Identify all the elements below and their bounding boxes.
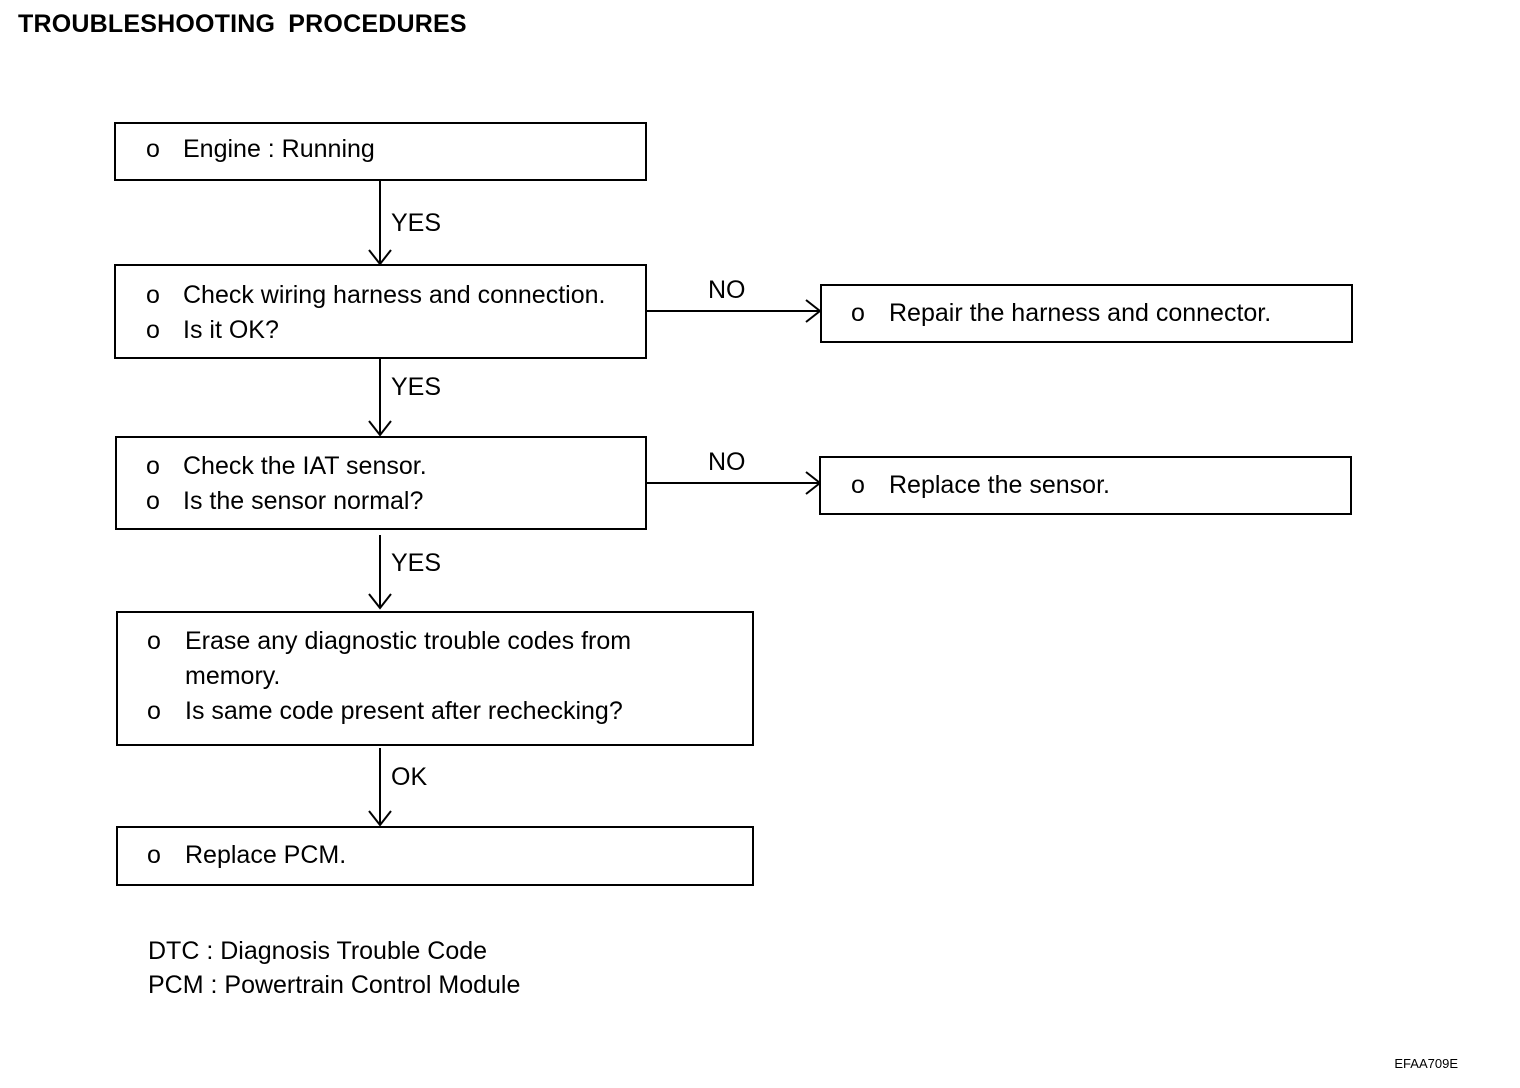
legend-pcm: PCM : Powertrain Control Module: [148, 971, 521, 999]
bullet-marker: o: [147, 697, 161, 725]
step-text: Is it OK?: [183, 316, 279, 344]
page-title: TROUBLESHOOTING PROCEDURES: [18, 10, 467, 38]
step-text: Replace PCM.: [185, 841, 347, 869]
step-text: Check wiring harness and connection.: [183, 281, 606, 309]
label-ok-erase-pcm: OK: [391, 763, 428, 791]
label-yes-wiring-iat: YES: [391, 373, 442, 401]
bullet-marker: o: [851, 299, 865, 327]
bullet-marker: o: [146, 135, 160, 163]
label-no-wiring-repair: NO: [708, 276, 746, 304]
step-text: Repair the harness and connector.: [889, 299, 1272, 327]
arrowhead-iat-to-erase: [368, 593, 392, 610]
bullet-marker: o: [147, 627, 161, 655]
step-text: Check the IAT sensor.: [183, 452, 427, 480]
label-yes-iat-erase: YES: [391, 549, 442, 577]
step-erase-dtc: o Erase any diagnostic trouble codes fro…: [116, 611, 754, 746]
step-text: Is the sensor normal?: [183, 487, 424, 515]
legend-dtc: DTC : Diagnosis Trouble Code: [148, 937, 488, 965]
figure-code: EFAA709E: [1394, 1056, 1458, 1071]
bullet-marker: o: [146, 452, 160, 480]
step-engine-running: o Engine : Running: [114, 122, 647, 181]
bullet-marker: o: [147, 841, 161, 869]
step-text: Is same code present after rechecking?: [185, 697, 623, 725]
step-replace-sensor: o Replace the sensor.: [819, 456, 1352, 515]
step-text: Replace the sensor.: [889, 471, 1110, 499]
step-replace-pcm: o Replace PCM.: [116, 826, 754, 886]
bullet-marker: o: [146, 281, 160, 309]
label-yes-engine-wiring: YES: [391, 209, 442, 237]
bullet-marker: o: [146, 487, 160, 515]
bullet-marker: o: [146, 316, 160, 344]
step-text: Engine : Running: [183, 135, 375, 163]
arrowhead-erase-to-pcm: [368, 810, 392, 827]
arrowhead-wiring-to-iat: [368, 420, 392, 437]
step-check-iat-sensor: o Check the IAT sensor. o Is the sensor …: [115, 436, 647, 530]
bullet-marker: o: [851, 471, 865, 499]
step-text: memory.: [185, 662, 281, 690]
step-repair-harness: o Repair the harness and connector.: [820, 284, 1353, 343]
step-text: Erase any diagnostic trouble codes from: [185, 627, 632, 655]
step-check-wiring: o Check wiring harness and connection. o…: [114, 264, 647, 359]
label-no-iat-sensor: NO: [708, 448, 746, 476]
